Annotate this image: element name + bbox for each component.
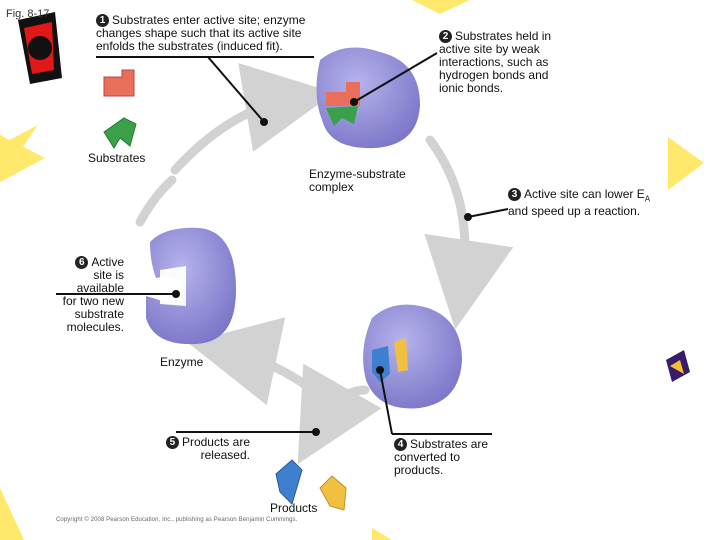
step-2-line-1: Substrates held in	[455, 29, 552, 43]
cycle-arrow-bottom-right	[297, 363, 382, 465]
cycle-arrow-left	[135, 175, 177, 227]
step-5-line-1: Products are	[181, 435, 250, 449]
step-4-line-3: products.	[394, 463, 444, 477]
step-2-line-2: active site by weak	[439, 42, 540, 56]
complex-label-line-1: Enzyme-substrate	[309, 167, 406, 181]
cycle-arrow-bottom	[187, 317, 315, 406]
step-5-line-2: released.	[200, 448, 250, 462]
step-6-line-4: for two new	[62, 294, 124, 308]
substrate-red	[103, 69, 135, 97]
enzyme-label: Enzyme	[160, 355, 204, 369]
nav-triangle-right[interactable]	[668, 137, 704, 190]
nav-triangle-bottom-mid[interactable]	[372, 528, 392, 540]
copyright-notice: Copyright © 2008 Pearson Education, Inc.…	[56, 517, 298, 523]
home-icon[interactable]	[18, 12, 62, 84]
substrate-green	[103, 117, 137, 149]
step-6-line-6: molecules.	[66, 320, 124, 334]
step-4-line-1: Substrates are	[410, 437, 489, 451]
step-1-line-3: enfolds the substrates (induced fit).	[96, 39, 283, 53]
cycle-arrow-top	[170, 63, 335, 175]
enzyme-substrate-complex	[316, 47, 420, 149]
step-3-badge: 3	[508, 188, 521, 201]
enzyme-free	[146, 227, 236, 345]
step-6-line-2: site is	[93, 268, 124, 282]
complex-label-line-2: complex	[309, 180, 354, 194]
step-2-line-4: hydrogen bonds and	[439, 68, 549, 82]
step-4-badge: 4	[394, 438, 407, 451]
step-1-line-2: changes shape such that its active site	[96, 26, 302, 40]
figure-label: Fig. 8-17	[6, 8, 50, 20]
products-label: Products	[270, 501, 318, 515]
substrates-label: Substrates	[88, 151, 146, 165]
step-2-badge: 2	[439, 30, 452, 43]
step-6-badge: 6	[75, 256, 89, 269]
product-blue	[275, 459, 303, 505]
step-3-line-2: and speed up a reaction.	[508, 204, 641, 219]
step-3-line-1: Active site can lower E	[524, 187, 645, 201]
step-4-line-2: converted to	[394, 450, 461, 464]
nav-triangle-left-mid[interactable]	[0, 135, 45, 182]
step-1-badge: 1	[96, 14, 109, 27]
step-6-line-5: substrate	[74, 307, 124, 321]
product-yellow	[319, 475, 347, 511]
nav-triangle-bottom-left[interactable]	[0, 488, 24, 540]
step-2-line-5: ionic bonds.	[439, 81, 504, 95]
step-6-line-1: Active	[91, 255, 124, 269]
step-6-line-3: available	[76, 281, 124, 295]
step-1-line-1: Substrates enter active site; enzyme	[112, 13, 306, 27]
step-2-line-3: interactions, such as	[439, 55, 549, 69]
enzyme-with-products	[363, 304, 462, 409]
sound-icon[interactable]	[666, 350, 690, 382]
step-5-badge: 5	[165, 436, 179, 449]
step-3-subscript: A	[644, 194, 651, 204]
complex-label: Enzyme-substrate complex	[309, 168, 406, 194]
cycle-arrow-right	[424, 135, 514, 330]
nav-triangle-top-right[interactable]	[412, 0, 470, 14]
